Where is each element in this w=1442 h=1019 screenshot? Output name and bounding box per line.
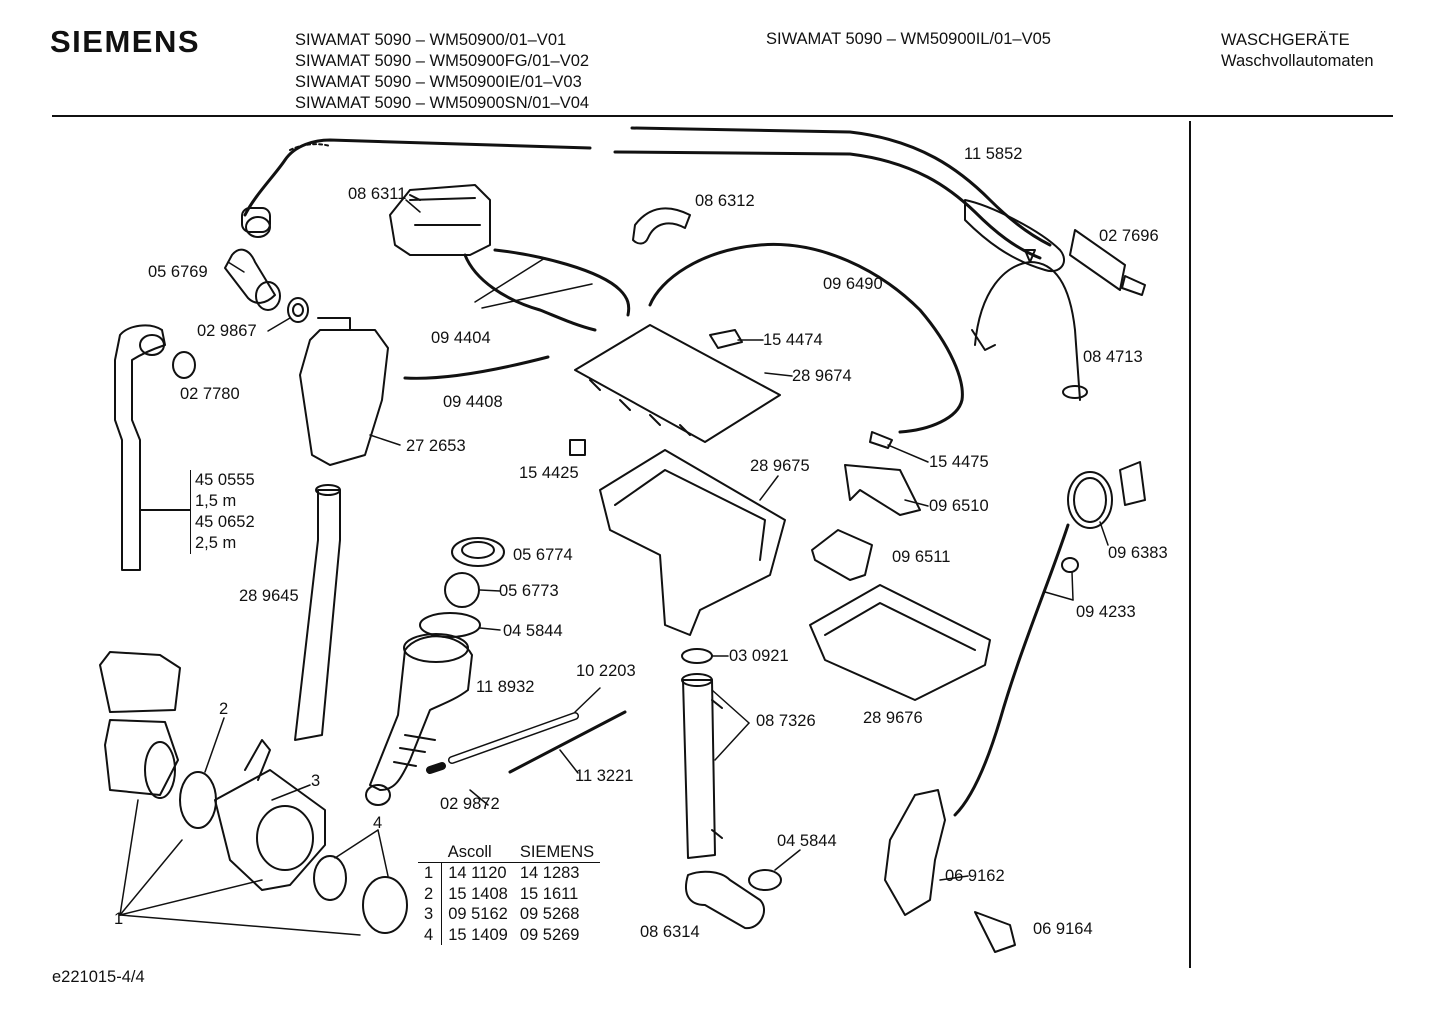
model-line-right: SIWAMAT 5090 – WM50900IL/01–V05 xyxy=(766,30,1051,48)
table-cell: 15 1408 xyxy=(448,884,508,903)
siemens-logo: SIEMENS xyxy=(50,24,201,59)
table-cell: 15 1409 xyxy=(448,925,508,944)
part-label: 09 6510 xyxy=(929,497,989,515)
table-cell: 14 1283 xyxy=(519,864,580,882)
part-label: 05 6769 xyxy=(148,263,208,281)
hose-length-list: 45 0555 1,5 m 45 0652 2,5 m xyxy=(190,470,255,554)
part-label: 10 2203 xyxy=(576,662,636,680)
ref-number: 1 xyxy=(114,910,124,928)
part-label: 08 4713 xyxy=(1083,348,1143,366)
table-header xyxy=(418,842,442,863)
table-cell: 09 5269 xyxy=(519,925,580,944)
part-label: 08 6314 xyxy=(640,923,700,941)
table-row: 2 15 1408 15 1611 xyxy=(418,883,600,904)
hose-length-item: 2,5 m xyxy=(195,534,237,552)
part-label: 11 3221 xyxy=(575,767,634,785)
part-label: 08 6312 xyxy=(695,192,755,210)
part-label: 15 4474 xyxy=(763,331,823,349)
document-id: e221015-4/4 xyxy=(52,968,145,986)
part-label: 05 6773 xyxy=(499,582,559,600)
table-cell: 2 xyxy=(418,883,443,904)
ref-number: 4 xyxy=(373,814,383,832)
model-line: SIWAMAT 5090 – WM50900IE/01–V03 xyxy=(295,73,582,91)
category-block: WASCHGERÄTE Waschvollautomaten xyxy=(1221,30,1374,72)
part-label: 28 9674 xyxy=(792,367,852,385)
part-label: 04 5844 xyxy=(777,832,837,850)
hose-length-item: 45 0652 xyxy=(195,513,255,531)
ref-number: 2 xyxy=(219,700,229,718)
table-cell: 09 5162 xyxy=(448,905,508,923)
part-label: 11 5852 xyxy=(964,145,1023,163)
table-header: SIEMENS xyxy=(513,842,601,863)
part-label: 04 5844 xyxy=(503,622,563,640)
vertical-divider xyxy=(1189,121,1191,968)
pump-xref-table: Ascoll SIEMENS 1 14 1120 14 1283 2 15 14… xyxy=(418,842,601,945)
table-cell: 14 1120 xyxy=(448,864,507,882)
inlet-hose-drawing xyxy=(241,126,1146,296)
part-label: 27 2653 xyxy=(406,437,466,455)
hose-length-item: 1,5 m xyxy=(195,492,237,510)
table-header: Ascoll xyxy=(441,842,514,863)
category-title: WASCHGERÄTE xyxy=(1221,31,1350,49)
part-label: 09 6511 xyxy=(892,548,951,566)
part-label: 28 9676 xyxy=(863,709,923,727)
model-line: SIWAMAT 5090 – WM50900SN/01–V04 xyxy=(295,94,590,112)
part-label: 15 4425 xyxy=(519,464,579,482)
part-label: 05 6774 xyxy=(513,546,573,564)
part-label: 28 9675 xyxy=(750,457,810,475)
header-divider xyxy=(52,115,1393,117)
part-label: 02 9867 xyxy=(197,322,257,340)
table-cell: 4 xyxy=(418,924,443,945)
part-label: 06 9162 xyxy=(945,867,1005,885)
part-label: 09 4233 xyxy=(1076,603,1136,621)
part-label: 08 6311 xyxy=(348,185,407,203)
part-label: 02 9872 xyxy=(440,795,500,813)
table-cell: 09 5268 xyxy=(519,905,580,923)
part-label: 06 9164 xyxy=(1033,920,1093,938)
part-label: 09 6383 xyxy=(1108,544,1168,562)
part-label: 02 7696 xyxy=(1099,227,1159,245)
table-row: 1 14 1120 14 1283 xyxy=(418,862,600,884)
table-row: 4 15 1409 09 5269 xyxy=(418,924,600,945)
table-cell: 3 xyxy=(418,904,443,925)
category-subtitle: Waschvollautomaten xyxy=(1221,52,1374,70)
part-label: 15 4475 xyxy=(929,453,989,471)
part-label: 11 8932 xyxy=(476,678,535,696)
model-list-left: SIWAMAT 5090 – WM50900/01–V01 SIWAMAT 50… xyxy=(295,30,589,114)
table-row: 3 09 5162 09 5268 xyxy=(418,904,600,925)
part-label: 09 4408 xyxy=(443,393,503,411)
model-line: SIWAMAT 5090 – WM50900FG/01–V02 xyxy=(295,52,590,70)
table-cell: 1 xyxy=(418,862,443,884)
part-label: 28 9645 xyxy=(239,587,299,605)
part-label: 03 0921 xyxy=(729,647,789,665)
hose-length-item: 45 0555 xyxy=(195,471,255,489)
table-header-row: Ascoll SIEMENS xyxy=(418,842,601,863)
model-line: SIWAMAT 5090 – WM50900/01–V01 xyxy=(295,31,567,49)
part-label: 08 7326 xyxy=(756,712,816,730)
part-label: 09 6490 xyxy=(823,275,883,293)
part-label: 09 4404 xyxy=(431,329,491,347)
table-cell: 15 1611 xyxy=(519,884,579,903)
part-label: 02 7780 xyxy=(180,385,240,403)
ref-number: 3 xyxy=(311,772,321,790)
